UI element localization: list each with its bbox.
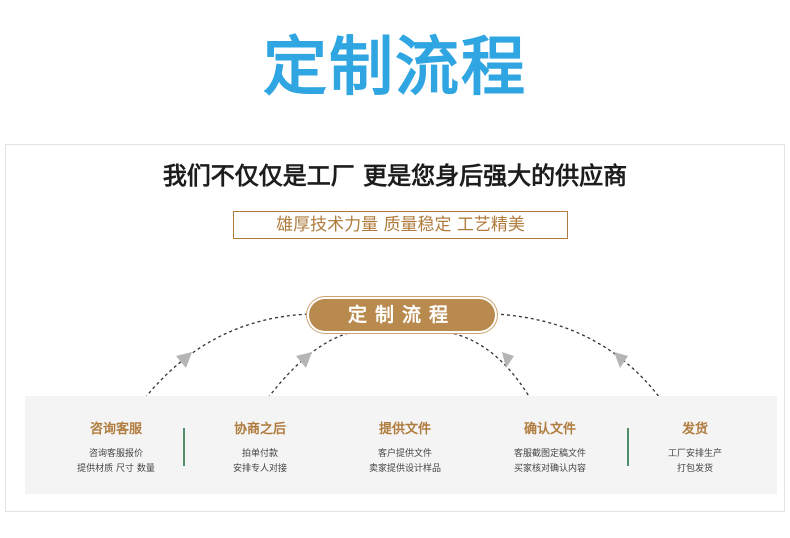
step-consult: 咨询客服 咨询客服报价 提供材质 尺寸 数量 xyxy=(41,396,191,494)
step-divider xyxy=(627,428,629,466)
step-divider xyxy=(183,428,185,466)
flow-arc-left xyxy=(144,313,311,399)
slogan: 我们不仅仅是工厂 更是您身后强大的供应商 xyxy=(162,162,628,190)
step-desc-line: 客服截图定稿文件 xyxy=(513,449,586,459)
process-label-pill: 定制流程 xyxy=(309,299,495,331)
step-negotiate: 协商之后 拍单付款 安排专人对接 xyxy=(185,396,335,494)
step-desc-line: 客户提供文件 xyxy=(377,449,432,459)
step-desc-line: 咨询客服报价 xyxy=(88,449,143,459)
flow-arc-inner-left xyxy=(267,329,371,399)
step-desc-line: 打包发货 xyxy=(676,464,713,474)
step-desc-line: 买家核对确认内容 xyxy=(513,464,586,474)
arrow-icon xyxy=(176,352,628,368)
sub-slogan-box: 雄厚技术力量 质量稳定 工艺精美 xyxy=(233,211,568,239)
step-desc-line: 安排专人对接 xyxy=(232,464,287,474)
flow-arc-right xyxy=(494,313,661,399)
step-title: 确认文件 xyxy=(523,422,576,437)
step-desc-line: 工厂安排生产 xyxy=(667,449,722,459)
step-title: 发货 xyxy=(681,422,708,437)
page-title: 定制流程 xyxy=(263,31,527,105)
steps-bar: 咨询客服 咨询客服报价 提供材质 尺寸 数量 协商之后 拍单付款 安排专人对接 … xyxy=(25,396,777,494)
step-title: 咨询客服 xyxy=(89,422,142,437)
step-desc-line: 拍单付款 xyxy=(241,449,278,459)
step-title: 提供文件 xyxy=(378,422,431,437)
step-confirm-files: 确认文件 客服截图定稿文件 买家核对确认内容 xyxy=(475,396,625,494)
step-provide-files: 提供文件 客户提供文件 卖家提供设计样品 xyxy=(330,396,480,494)
step-ship: 发货 工厂安排生产 打包发货 xyxy=(620,396,770,494)
flow-arc-inner-right xyxy=(429,329,531,399)
step-title: 协商之后 xyxy=(233,422,286,437)
step-desc-line: 提供材质 尺寸 数量 xyxy=(77,464,155,474)
step-desc-line: 卖家提供设计样品 xyxy=(368,464,441,474)
